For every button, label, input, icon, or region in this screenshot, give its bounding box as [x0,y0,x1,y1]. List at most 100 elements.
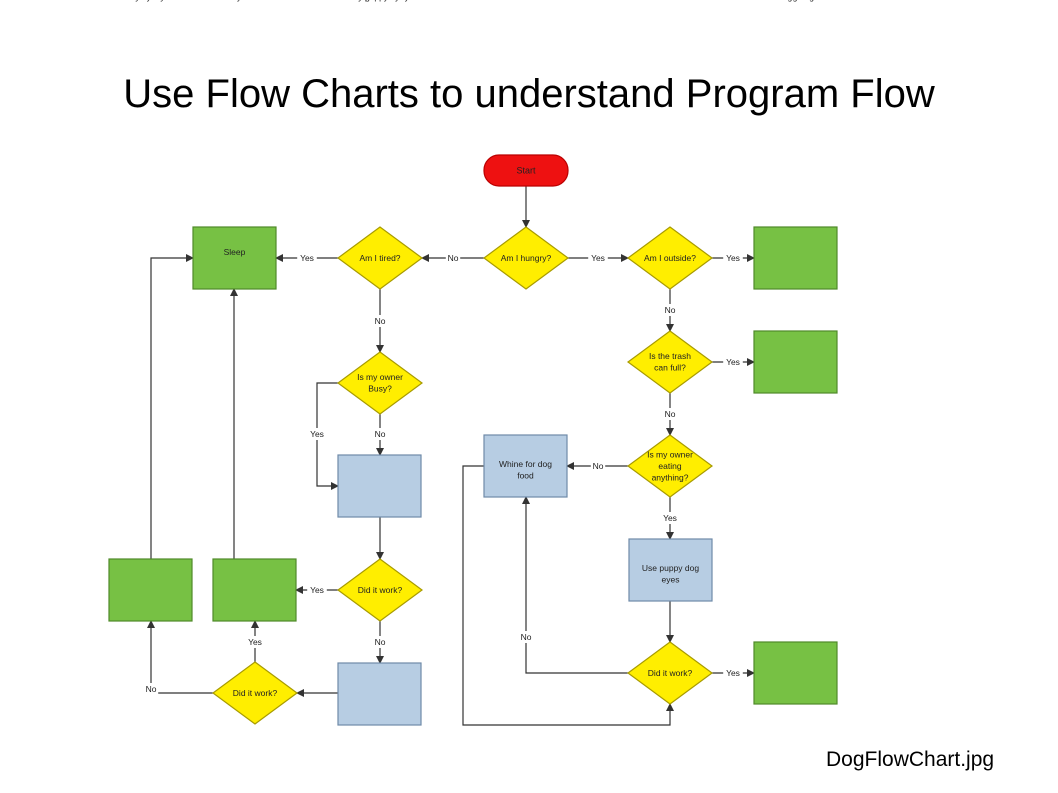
label-eating-no: No [593,461,604,471]
label-eating-no-bg [590,460,606,472]
label-busy-yes: Yes [310,429,324,439]
decision-label: Am I hungry? [501,253,552,263]
label-worked-left-no-bg [372,636,388,648]
image-caption: DogFlowChart.jpg [826,748,995,771]
start-label: Start [516,166,536,176]
action-try-puppy-eyes: Try puppy eyes [337,0,422,726]
action-shape [108,558,193,622]
edge-worked-right-to-whine [522,496,628,674]
label-worked-bottom-no-bg [143,683,159,695]
edge-whine-to-worked-right [462,465,674,726]
start-terminal: Start [483,154,569,187]
label-outside-no: No [665,305,676,315]
action-eat-garbage: Eat garbage [753,0,838,394]
label-tired-yes-bg [297,252,317,264]
decision-worked-right: Did it work? [626,641,714,705]
decision-label: Am I tired? [359,253,400,263]
label-hungry-no: No [448,253,459,263]
label-trash-yes: Yes [726,357,740,367]
slide-title: Use Flow Charts to understand Program Fl… [123,72,935,116]
label-worked-right-no: No [521,632,532,642]
action-label: Play with owner [225,0,285,2]
decision-hungry: Am I hungry? [482,226,570,290]
decision-shape [626,330,714,394]
label-worked-right-yes: Yes [726,668,740,678]
label-tired-yes: Yes [300,253,314,263]
action-shape [753,641,838,705]
action-sleep: Sleep [192,226,277,290]
decision-label: Am I outside? [644,253,696,263]
label-trash-yes-bg [723,356,743,368]
decision-shape [211,661,299,725]
label-worked-left-no: No [375,637,386,647]
label-worked-right-no-bg [518,631,534,643]
edge-worked-bottom-to-play-myself [147,620,213,694]
label-trash-no-bg [662,408,678,420]
label-eating-yes: Yes [663,513,677,523]
label-outside-yes-bg [723,252,743,264]
label-busy-no: No [375,429,386,439]
decision-shape [336,351,424,415]
label-worked-bottom-no: No [146,684,157,694]
label-outside-yes: Yes [726,253,740,263]
action-label: Eat grass [778,0,814,2]
decision-label: Did it work? [233,688,278,698]
decision-shape [626,226,714,290]
action-shape [337,454,422,518]
label-hungry-yes-bg [588,252,608,264]
action-shape [628,538,713,602]
label-hungry-yes: Yes [591,253,605,263]
action-shape [483,434,568,498]
label-worked-bottom-yes: Yes [248,637,262,647]
decision-shape [626,434,714,498]
action-label: Sleep [224,247,246,257]
action-label: Eat garbage [772,0,819,2]
decision-shape [336,558,424,622]
action-shape [753,226,838,290]
action-eat: Eat [753,0,838,705]
start-shape [483,154,569,187]
action-label: Try puppy eyes [351,0,409,2]
action-play-myself: Play by myself [108,0,193,622]
decision-outside: Am I outside? [626,226,714,290]
decision-shape [336,226,424,290]
action-shape [192,226,277,290]
action-play-owner: Play with owner [212,0,297,622]
action-label: Eat [789,0,802,2]
action-shape [753,330,838,394]
label-worked-left-yes-bg [307,584,327,596]
label-tired-no: No [375,316,386,326]
label-outside-no-bg [662,304,678,316]
decision-worked-bottom: Did it work? [211,661,299,725]
label-eating-yes-bg [660,512,680,524]
decision-shape [626,641,714,705]
action-shape [337,662,422,726]
edge-play-myself-to-sleep [150,254,194,559]
action-eat-grass: Eat grass [753,0,838,290]
label-tired-no-bg [372,315,388,327]
action-shape [212,558,297,622]
decision-label: Did it work? [358,585,403,595]
action-label: Play by myself [123,0,178,2]
decision-tired: Am I tired? [336,226,424,290]
label-busy-no-bg [372,428,388,440]
label-worked-right-yes-bg [723,667,743,679]
label-trash-no: No [665,409,676,419]
label-hungry-no-bg [445,252,461,264]
decision-label: Did it work? [648,668,693,678]
action-label: Bring owner toyor leash [350,0,410,2]
label-busy-yes-bg [307,428,327,440]
decision-worked-left: Did it work? [336,558,424,622]
action-bring-toy: Bring owner toyor leash [337,0,422,518]
